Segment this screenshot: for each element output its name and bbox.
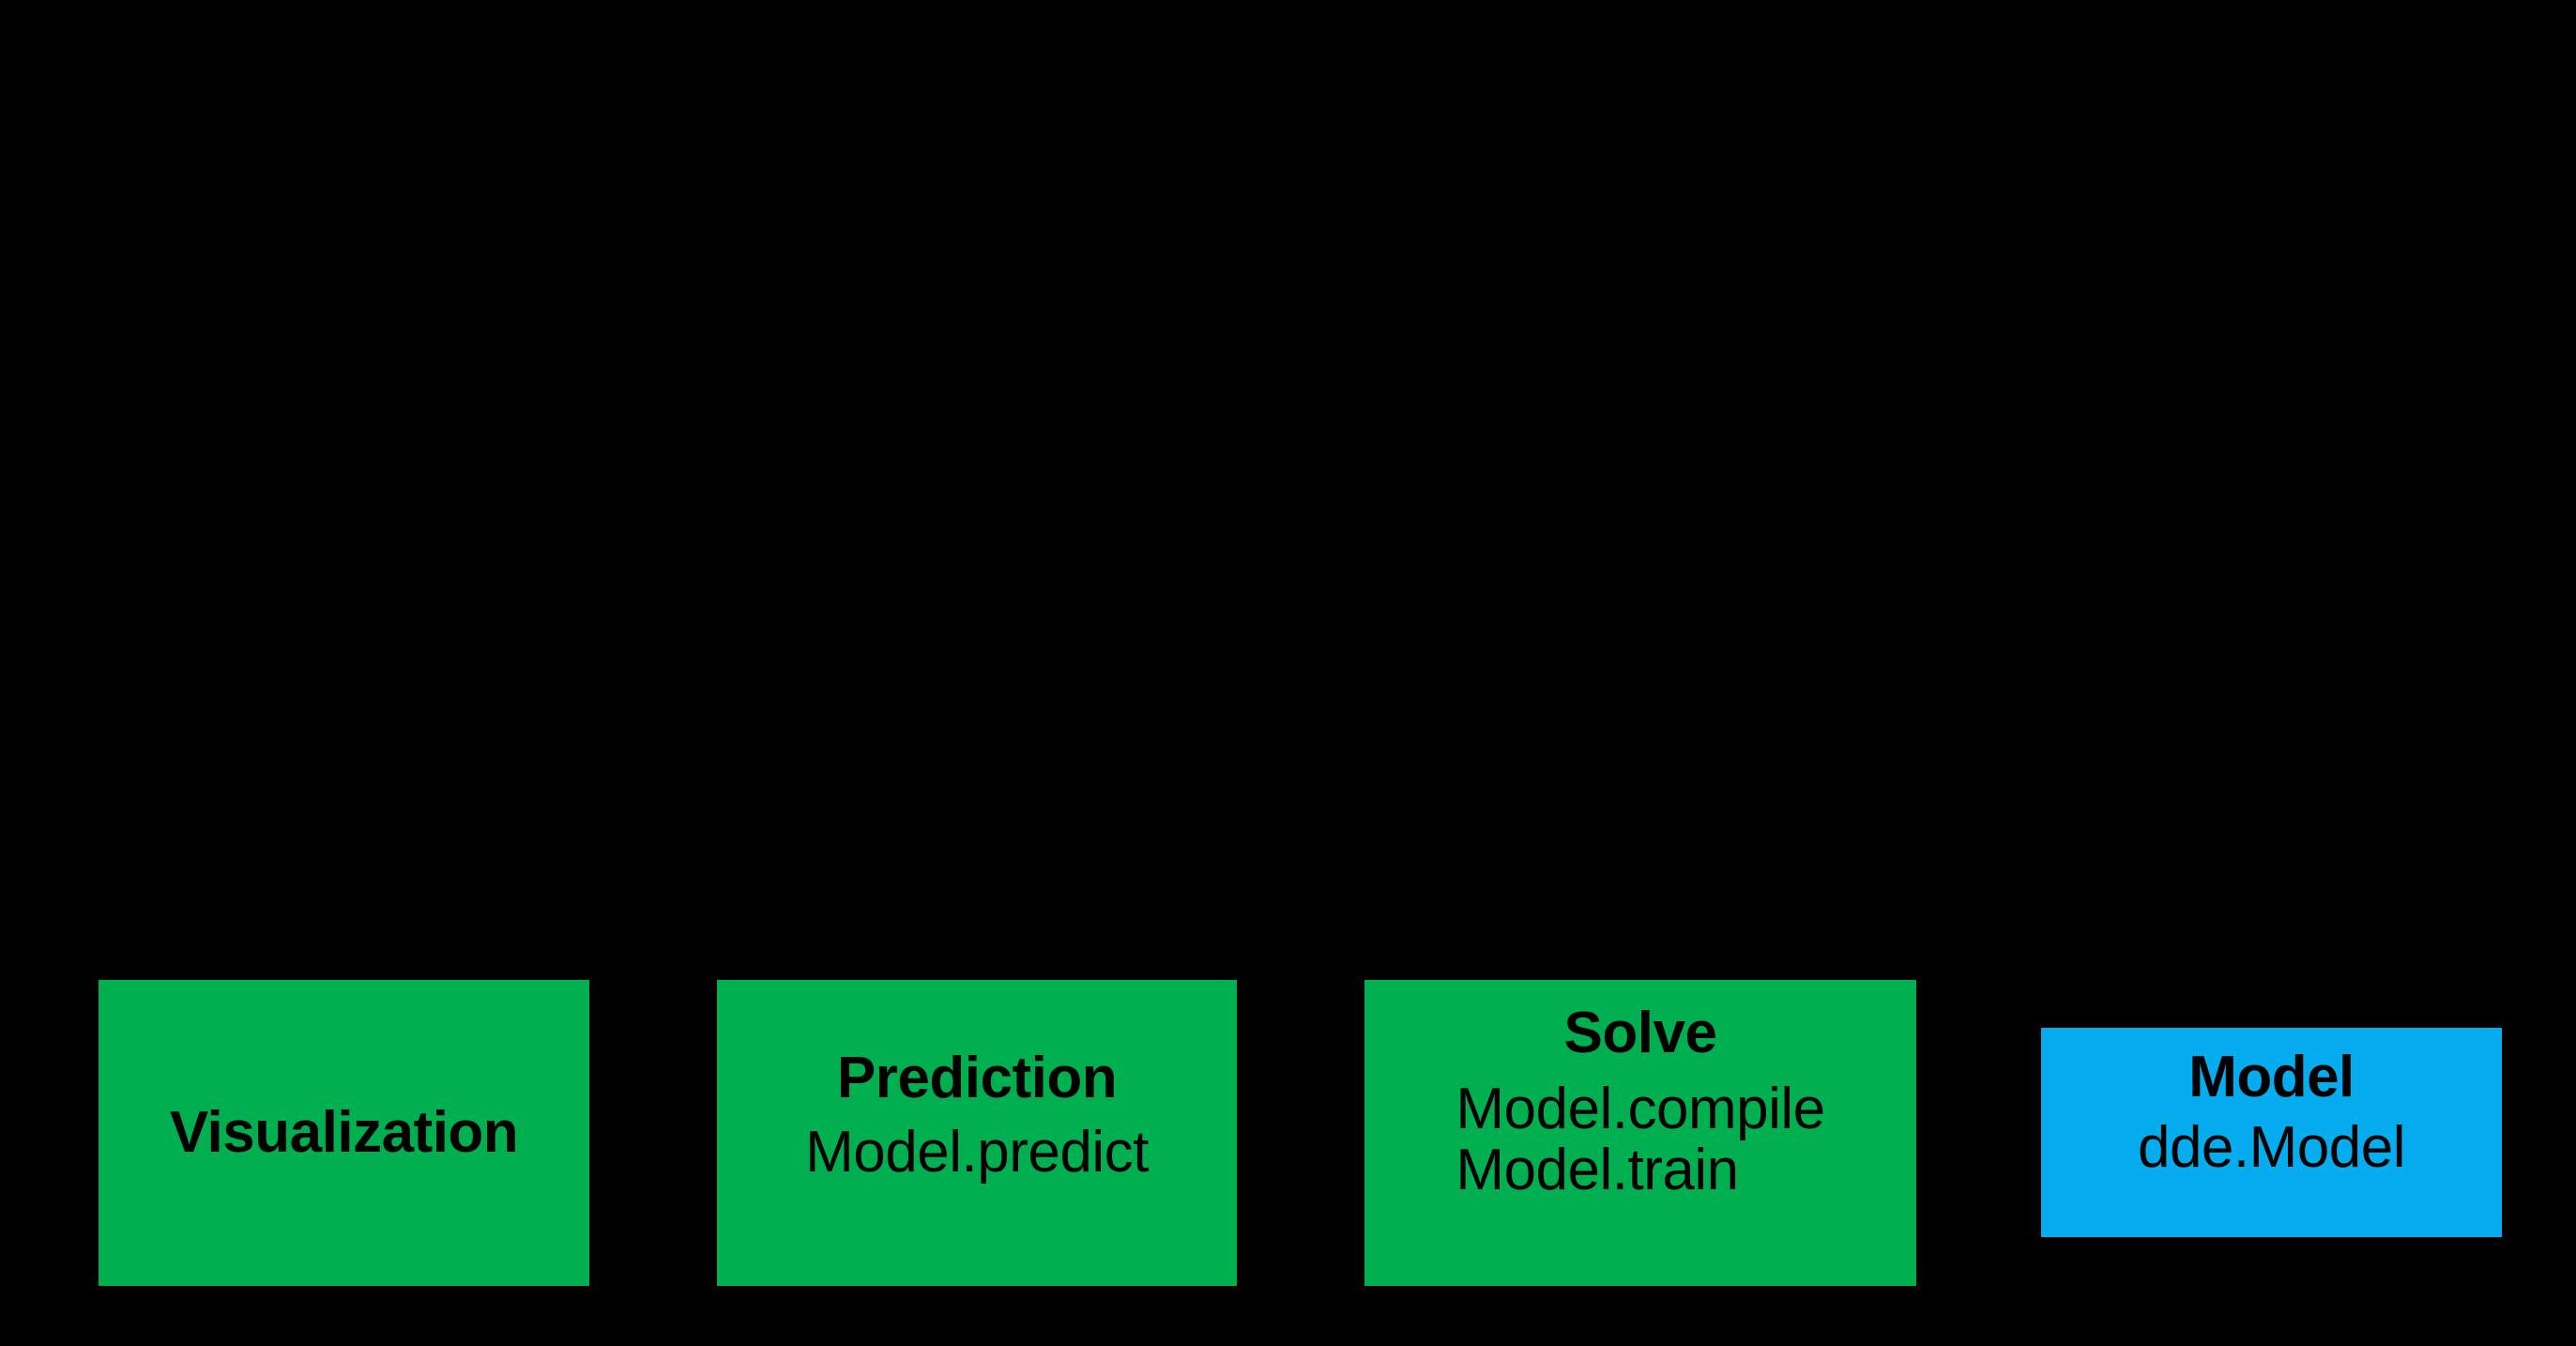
node-solve-api-list: Model.compile Model.train xyxy=(1456,1077,1825,1203)
node-model-title: Model xyxy=(2188,1045,2355,1109)
node-solve-title: Solve xyxy=(1563,1001,1717,1065)
node-solve-api-1: Model.train xyxy=(1456,1138,1739,1203)
node-solve[interactable]: Solve Model.compile Model.train xyxy=(1364,980,1916,1286)
node-model[interactable]: Model dde.Model xyxy=(2041,1028,2502,1237)
node-visualization[interactable]: Visualization xyxy=(99,980,589,1286)
node-prediction-title: Prediction xyxy=(836,1046,1118,1110)
node-prediction[interactable]: Prediction Model.predict xyxy=(717,980,1237,1286)
node-model-api-0: dde.Model xyxy=(2137,1115,2406,1181)
node-visualization-title: Visualization xyxy=(169,1100,519,1166)
node-solve-api-0: Model.compile xyxy=(1456,1077,1825,1142)
node-prediction-api-0: Model.predict xyxy=(805,1120,1149,1185)
